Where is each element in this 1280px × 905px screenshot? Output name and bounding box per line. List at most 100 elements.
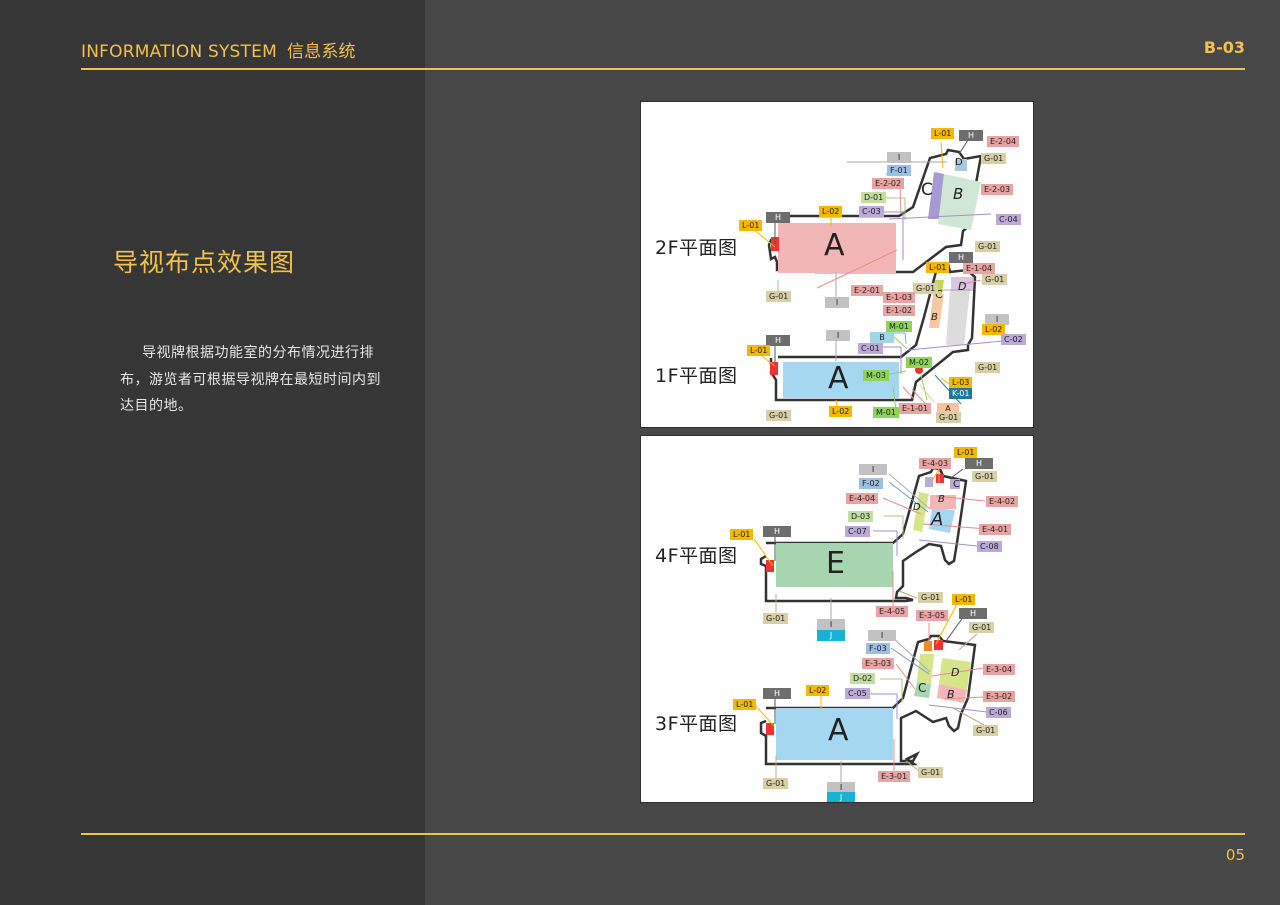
sign-tag: I <box>825 297 849 308</box>
sign-tag: E-1-04 <box>963 263 996 274</box>
sign-tag: I <box>887 152 911 163</box>
sign-tag: G-01 <box>936 412 962 423</box>
sign-tag: K-01 <box>949 388 973 399</box>
sign-tag: E-1-03 <box>883 292 916 303</box>
sign-tag: L-01 <box>747 345 771 356</box>
zone-3f-c: C <box>918 681 927 695</box>
header-title-cn: 信息系统 <box>286 42 356 62</box>
sign-tag: L-01 <box>733 699 757 710</box>
sign-tag: E-3-05 <box>916 610 949 621</box>
sign-tag: E-3-04 <box>983 664 1016 675</box>
sign-tag: L-02 <box>829 406 853 417</box>
sign-tag: M-01 <box>873 407 899 418</box>
zone-1f-d: D <box>958 280 967 293</box>
zone-4f-b: B <box>938 494 945 505</box>
floor-title-2f: 2F平面图 <box>655 237 738 259</box>
sign-tag: I <box>827 782 855 793</box>
sign-tag: G-01 <box>972 471 998 482</box>
sign-tag: E-3-03 <box>862 658 895 669</box>
sign-tag: I <box>826 330 850 341</box>
sign-tag: H <box>965 458 993 469</box>
sign-tag: E-2-04 <box>987 136 1020 147</box>
sign-tag: E-2-03 <box>981 184 1014 195</box>
sign-tag: L-01 <box>926 262 950 273</box>
sign-tag: G-01 <box>766 291 792 302</box>
zone-3f-b: B <box>947 688 955 701</box>
page-number: 05 <box>1225 846 1245 864</box>
sign-tag: G-01 <box>975 362 1001 373</box>
sign-tag: G-01 <box>918 592 944 603</box>
header-title: INFORMATION SYSTEM 信息系统 <box>81 37 356 62</box>
zone-4f-c: C <box>953 479 960 490</box>
sign-tag: L-02 <box>806 685 830 696</box>
sign-tag: E-3-02 <box>983 691 1016 702</box>
sign-tag: L-01 <box>952 594 976 605</box>
sign-tag: G-01 <box>763 613 789 624</box>
sign-tag: M-01 <box>886 321 912 332</box>
page-code: B-03 <box>1203 38 1245 57</box>
zone-4f-e: E <box>826 546 845 581</box>
sign-tag: G-01 <box>973 725 999 736</box>
sign-tag: D-02 <box>850 673 876 684</box>
sign-tag: G-01 <box>981 153 1007 164</box>
sign-tag: I <box>985 314 1009 325</box>
sign-tag: H <box>766 335 790 346</box>
sign-tag: L-03 <box>949 377 973 388</box>
sign-tag: F-03 <box>866 643 890 654</box>
sign-tag: G-01 <box>969 622 995 633</box>
sign-tag: L-02 <box>982 324 1006 335</box>
sign-tag: G-01 <box>913 283 939 294</box>
sign-tag: I <box>859 464 887 475</box>
sign-tag: E-1-02 <box>883 305 916 316</box>
sign-tag: C-01 <box>858 343 883 354</box>
sign-tag: H <box>949 252 973 263</box>
sign-tag: F-01 <box>887 165 911 176</box>
sign-tag: A <box>937 403 959 414</box>
sign-tag: C-02 <box>1001 334 1026 345</box>
sign-tag: G-01 <box>766 410 792 421</box>
zone-1f-b: B <box>931 312 938 323</box>
sign-tag: H <box>959 130 983 141</box>
zone-4f-d: D <box>913 502 921 513</box>
sign-tag: I <box>817 619 845 630</box>
sign-tag: L-01 <box>730 529 754 540</box>
sign-tag: L-02 <box>819 206 843 217</box>
zone-3f-a: A <box>828 713 849 748</box>
sign-tag: J <box>817 630 845 641</box>
sign-tag: M-02 <box>906 357 932 368</box>
zone-1f-c: C <box>935 288 943 301</box>
sign-tag: C-08 <box>977 541 1002 552</box>
sign-tag: G-01 <box>975 241 1001 252</box>
floor-title-3f: 3F平面图 <box>655 713 738 735</box>
zone-2f-c: C <box>921 180 933 200</box>
sign-tag: E-4-02 <box>986 496 1019 507</box>
sign-tag: E-4-01 <box>979 524 1012 535</box>
sign-tag: E-2-01 <box>851 285 884 296</box>
sign-tag: I <box>868 630 896 641</box>
header-title-en: INFORMATION SYSTEM <box>81 42 277 62</box>
sign-tag: C-03 <box>859 206 884 217</box>
zone-1f-a: A <box>828 361 849 396</box>
section-title: 导视布点效果图 <box>113 248 296 277</box>
zone-2f-d: D <box>955 157 963 168</box>
sign-tag: E-4-05 <box>876 606 909 617</box>
left-panel <box>0 0 425 905</box>
sign-tag: H <box>959 608 987 619</box>
sign-tag: E-3-01 <box>878 771 911 782</box>
sign-tag: M-03 <box>863 370 889 381</box>
sign-tag: C-07 <box>845 526 870 537</box>
floor-title-1f: 1F平面图 <box>655 365 738 387</box>
sign-tag: G-01 <box>918 767 944 778</box>
sign-tag: H <box>763 688 791 699</box>
floor-plan-drawing-3f-4f <box>753 458 988 784</box>
zone-3f-d: D <box>951 666 960 679</box>
sign-tag: D-03 <box>848 511 874 522</box>
sign-tag: G-01 <box>982 274 1008 285</box>
sign-tag: G-01 <box>763 778 789 789</box>
floor-plan-drawing-1f-2f <box>751 139 1004 411</box>
zone-4f-a: A <box>931 509 944 530</box>
footer-divider <box>81 833 1245 835</box>
sign-tag: C-05 <box>845 688 870 699</box>
sign-tag: E-1-01 <box>899 403 932 414</box>
sign-tag: J <box>827 792 855 802</box>
